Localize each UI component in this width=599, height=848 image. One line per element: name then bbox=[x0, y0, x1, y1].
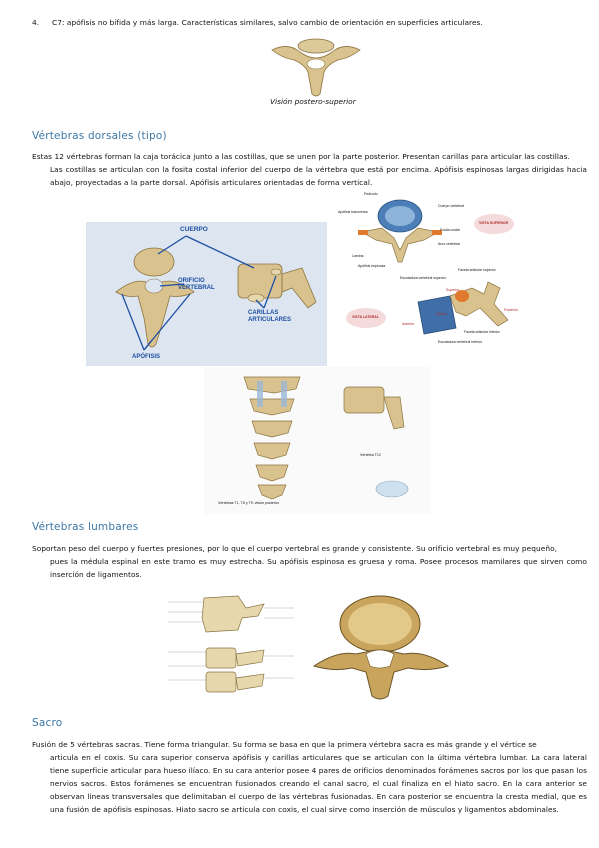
label-vista-lateral: VISTA LATERAL bbox=[352, 315, 379, 319]
list-number-4: 4. bbox=[32, 18, 40, 27]
label-articulares: ARTICULARES bbox=[248, 317, 291, 323]
lumbar-heading: Vértebras lumbares bbox=[32, 521, 139, 533]
label-fosita-costal: Fosita costal bbox=[440, 228, 460, 232]
c7-caption: Visión postero-superior bbox=[270, 97, 356, 106]
label-orificio-vertebral: ORIFICIO VERTEBRAL bbox=[178, 278, 215, 292]
label-cuerpo: CUERPO bbox=[180, 226, 208, 233]
sacro-paragraph: articula en el coxis. Su cara superior c… bbox=[50, 753, 587, 814]
dorsal-vertebra-views-figure: Pedículo Cuerpo vertebral Apófisis trans… bbox=[338, 192, 526, 352]
label-carillas-articulares: CARILLAS ARTICULARES bbox=[248, 310, 291, 324]
c7-description: C7: apófisis no bífida y más larga. Cara… bbox=[52, 18, 483, 27]
dorsal-paragraph: Las costillas se articulan con la fosita… bbox=[50, 165, 587, 187]
label-superior: Superior bbox=[446, 288, 460, 292]
label-apofisis: APÓFISIS bbox=[132, 354, 161, 360]
label-vertebral: VERTEBRAL bbox=[178, 285, 215, 291]
label-escotadura-inferior: Escotadura vertebral inferior bbox=[438, 340, 482, 344]
label-t1-t6-t9: Vértebras T1, T6 y T9: visión posterior bbox=[218, 501, 279, 505]
label-inferior: Inferior bbox=[436, 312, 447, 316]
label-arco-vertebral: Arco vertebral bbox=[438, 242, 460, 246]
sacro-heading: Sacro bbox=[32, 717, 63, 729]
label-posterior: Posterior bbox=[504, 308, 519, 312]
label-anterior: Anterior bbox=[402, 322, 415, 326]
lumbar-superior-figure bbox=[312, 595, 450, 700]
label-faceta-articular-superior: Faceta articular superior bbox=[458, 268, 496, 272]
label-pediculo: Pedículo bbox=[364, 192, 378, 196]
sacro-paragraph-first-line: Fusión de 5 vértebras sacras. Tiene form… bbox=[32, 740, 537, 749]
label-vista-superior: VISTA SUPERIOR bbox=[479, 221, 509, 225]
dorsal-heading: Vértebras dorsales (tipo) bbox=[32, 130, 167, 142]
label-carillas: CARILLAS bbox=[248, 310, 279, 316]
label-t12: Vértebra T12 bbox=[360, 453, 381, 457]
lumbar-paragraph: pues la médula espinal en este tramo es … bbox=[50, 557, 587, 579]
label-escotadura-superior: Escotadura vertebral superior bbox=[400, 276, 446, 280]
label-faceta-articular-inferior: Faceta articular inferior bbox=[464, 330, 500, 334]
label-apofisis-espinosa: Apófisis espinosa bbox=[358, 264, 386, 268]
label-apofisis-transversa: Apófisis transversa bbox=[338, 210, 368, 214]
label-lamina: Lamina bbox=[352, 254, 364, 258]
lumbar-paragraph-first-line: Soportan peso del cuerpo y fuertes presi… bbox=[32, 544, 558, 553]
dorsal-paragraph-first-line: Estas 12 vértebras forman la caja toráci… bbox=[32, 152, 570, 161]
lumbar-lateral-figure bbox=[168, 595, 294, 693]
label-orificio: ORIFICIO bbox=[178, 278, 205, 284]
dorsal-vertebra-labelled-figure: CUERPO ORIFICIO VERTEBRAL CARILLAS ARTIC… bbox=[86, 222, 327, 366]
label-cuerpo-vertebral: Cuerpo vertebral bbox=[438, 204, 465, 208]
thoracic-column-figure: Vértebras T1, T6 y T9: visión posterior … bbox=[204, 367, 430, 514]
c7-vertebra-figure bbox=[271, 38, 361, 97]
